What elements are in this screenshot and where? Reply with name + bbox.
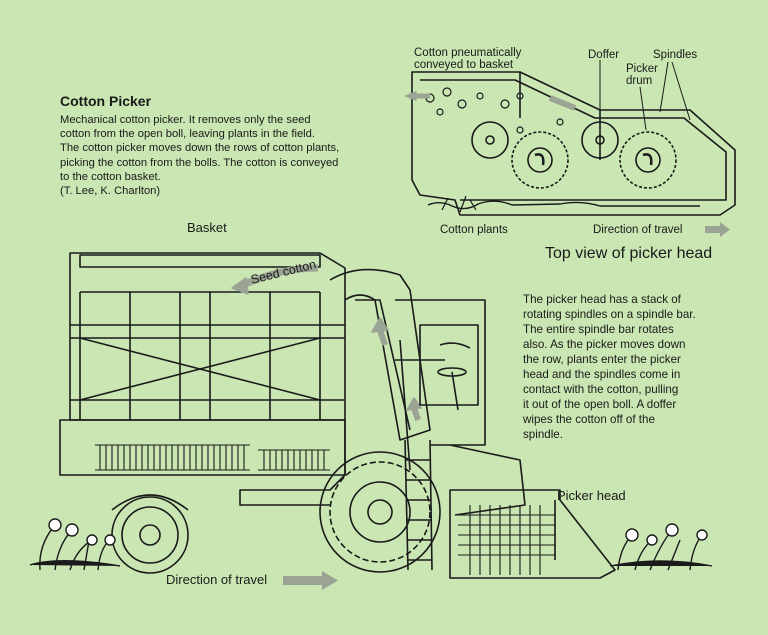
pneumatic-label: Cotton pneumatically conveyed to basket bbox=[414, 47, 522, 71]
side-view-picker bbox=[59, 252, 616, 590]
cotton-plants-left bbox=[29, 518, 121, 571]
picker-drum-right bbox=[619, 131, 677, 189]
doffer-right bbox=[581, 121, 619, 159]
top-view-title: Top view of picker head bbox=[545, 245, 713, 262]
cotton-tufts-top bbox=[425, 87, 564, 134]
picker-drum-label: Picker drum bbox=[626, 63, 658, 87]
top-view-diagram bbox=[405, 60, 736, 237]
direction-arrow-bottom bbox=[283, 571, 338, 590]
picker-head bbox=[449, 489, 616, 579]
cotton-plants-label: Cotton plants bbox=[440, 224, 508, 236]
front-wheel bbox=[319, 451, 441, 573]
picker-head-description: The picker head has a stack of rotating … bbox=[523, 293, 696, 441]
cab bbox=[395, 299, 486, 471]
page-title: Cotton Picker bbox=[60, 93, 152, 109]
description-text: Mechanical cotton picker. It removes onl… bbox=[60, 114, 340, 198]
direction-arrow-top bbox=[705, 222, 730, 237]
picker-head-label: Picker head bbox=[557, 488, 626, 503]
seed-cotton-label: Seed cotton bbox=[249, 257, 317, 287]
spindles-label: Spindles bbox=[653, 49, 698, 61]
ladder bbox=[404, 439, 433, 571]
direction-of-travel-label: Direction of travel bbox=[166, 572, 268, 587]
cotton-plants-row bbox=[427, 200, 700, 210]
cotton-plants-right bbox=[609, 523, 713, 571]
picker-drum-left bbox=[511, 131, 569, 189]
arrow-spindle-flow bbox=[548, 95, 577, 111]
doffer-label: Doffer bbox=[588, 49, 620, 61]
basket-label: Basket bbox=[187, 220, 227, 235]
top-direction-label: Direction of travel bbox=[593, 224, 683, 236]
doffer-left bbox=[471, 121, 509, 159]
seed-cotton-arrow bbox=[241, 264, 319, 289]
rear-wheel bbox=[111, 494, 189, 574]
basket bbox=[59, 252, 346, 476]
conveyor-chute bbox=[231, 264, 431, 441]
upward-arrow bbox=[377, 329, 388, 346]
picker-head-housing bbox=[411, 71, 736, 216]
